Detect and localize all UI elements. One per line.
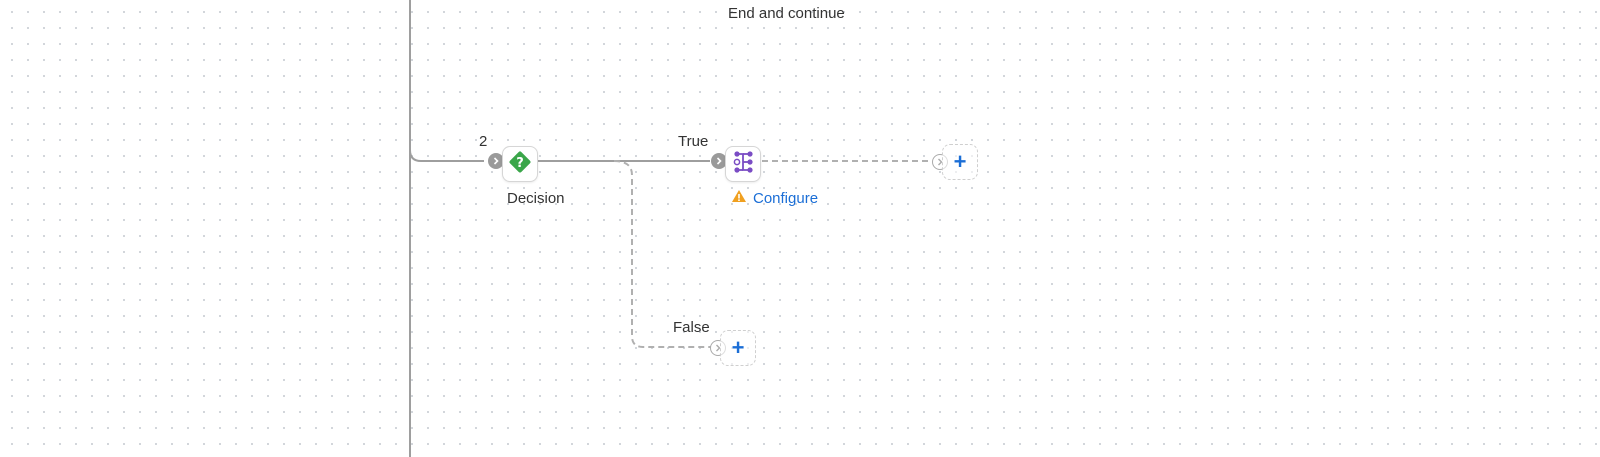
configure-label: Configure: [753, 190, 819, 207]
add-step-false-button[interactable]: +: [720, 330, 756, 366]
decision-node[interactable]: ?: [502, 146, 538, 182]
step-number-label: 2: [479, 133, 488, 150]
true-branch-action-node[interactable]: [725, 146, 761, 182]
decision-input-connector[interactable]: [488, 153, 504, 169]
flow-branch-icon: [729, 148, 757, 181]
false-branch-dashed-line: [613, 160, 712, 348]
plus-icon: +: [731, 335, 745, 360]
plus-icon: +: [953, 149, 967, 174]
true-branch-label: True: [678, 133, 709, 150]
true-node-input-connector[interactable]: [711, 153, 727, 169]
end-and-continue-label: End and continue: [728, 5, 845, 22]
trunk-to-decision-line: [409, 149, 484, 162]
warning-icon: [731, 189, 747, 208]
decision-label: Decision: [507, 190, 565, 207]
decision-diamond-icon: ?: [506, 148, 534, 181]
configure-link[interactable]: Configure: [731, 189, 818, 208]
false-branch-label: False: [673, 319, 710, 336]
svg-text:?: ?: [516, 156, 524, 171]
add-step-after-true-button[interactable]: +: [942, 144, 978, 180]
